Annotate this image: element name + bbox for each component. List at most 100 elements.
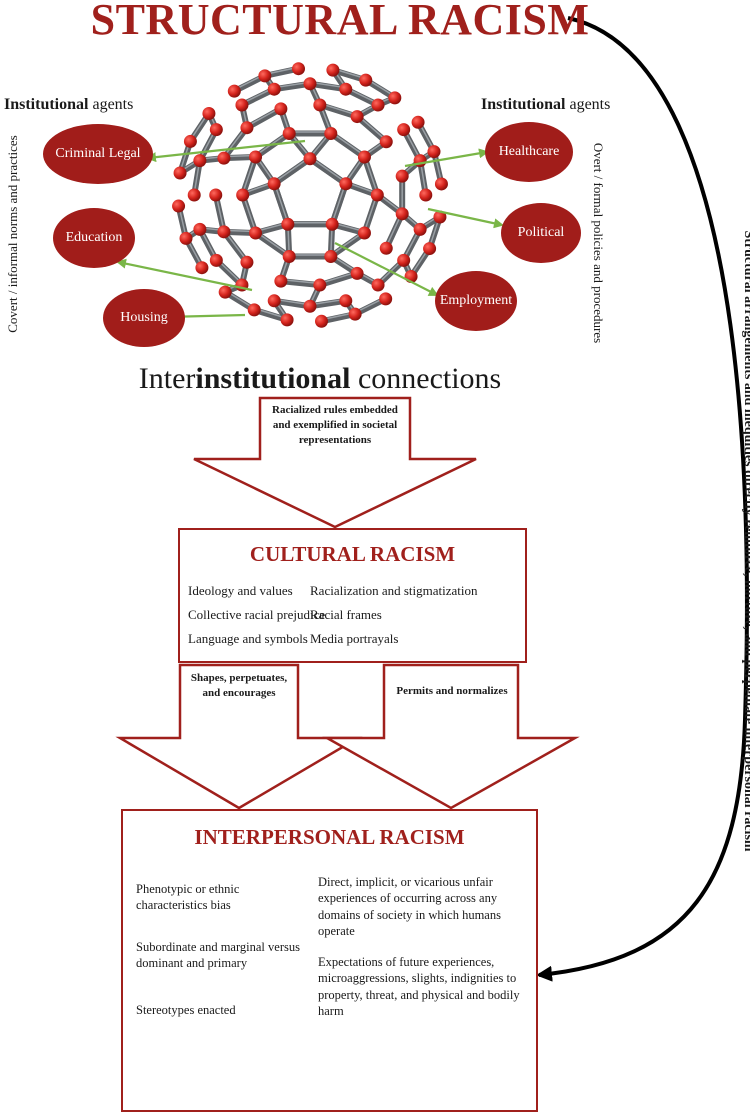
fullerene-bond — [316, 101, 361, 120]
fullerene-atom — [267, 82, 281, 96]
fullerene-atom — [236, 188, 250, 202]
link-political — [427, 207, 504, 229]
structural-arrangements-label: Structural arrangements and inequities d… — [741, 230, 750, 852]
fullerene-atom — [183, 134, 197, 148]
fullerene-atom — [247, 303, 261, 317]
link-healthcare — [404, 148, 489, 168]
arrow-structural-to-cultural — [193, 396, 477, 529]
structural-to-interpersonal-curve — [536, 16, 749, 982]
fullerene-atom — [397, 253, 411, 267]
list-item: Subordinate and marginal versus dominant… — [136, 940, 300, 971]
list-item: Phenotypic or ethnic characteristics bia… — [136, 882, 240, 913]
fullerene-atom — [314, 314, 328, 328]
fullerene-atom — [187, 188, 201, 202]
fullerene-atom — [267, 294, 281, 308]
arrow-cultural-to-interpersonal-right — [322, 663, 580, 810]
node-political: Political — [501, 203, 581, 263]
fullerene-atom — [274, 102, 288, 116]
fullerene-bond — [307, 155, 349, 187]
fullerene-atom — [218, 285, 232, 299]
fullerene-atom — [193, 222, 207, 236]
fullerene-atom — [370, 188, 384, 202]
fullerene-atom — [249, 226, 263, 240]
fullerene-atom — [326, 63, 340, 77]
racialized-rules-label: Racialized rules embedded and exemplifie… — [272, 404, 398, 446]
list-item: Direct, implicit, or vicarious unfair ex… — [318, 875, 501, 938]
fullerene-atom — [209, 123, 223, 137]
fullerene-atom — [357, 150, 371, 164]
cultural-left-list: Ideology and values Collective racial pr… — [188, 583, 325, 647]
node-housing: Housing — [103, 289, 185, 347]
fullerene-atom — [292, 62, 306, 76]
structural-racism-title: STRUCTURAL RACISM — [90, 0, 590, 44]
list-item: Collective racial prejudice — [188, 607, 326, 622]
list-item: Stereotypes enacted — [136, 1003, 236, 1017]
fullerene-atom — [217, 151, 231, 165]
fullerene-atom — [209, 188, 223, 202]
node-employment: Employment — [435, 271, 517, 331]
fullerene-bond — [327, 130, 368, 160]
shapes-perpetuates-label: Shapes, perpetuates, and encourages — [190, 672, 288, 699]
fullerene-bond — [271, 155, 313, 187]
fullerene-atom — [193, 154, 207, 168]
fullerene-atom — [379, 241, 393, 255]
fullerene-atom — [357, 226, 371, 240]
fullerene-atom — [371, 278, 385, 292]
fullerene-atom — [395, 169, 409, 183]
fullerene-atom — [348, 307, 362, 321]
fullerene-atom — [434, 177, 448, 191]
fullerene-atom — [388, 91, 402, 105]
fullerene-atom — [350, 110, 364, 124]
list-item: Racialization and stigmatization — [310, 583, 478, 598]
fullerene-atom — [350, 266, 364, 280]
fullerene-atom — [423, 242, 437, 256]
fullerene-atom — [359, 73, 373, 87]
overt-policies-label: Overt / formal policies and procedures — [591, 142, 606, 344]
fullerene-atom — [324, 126, 338, 140]
fullerene-bond-highlight — [273, 156, 311, 183]
fullerene-atom — [240, 121, 254, 135]
fullerene-atom — [313, 98, 327, 112]
fullerene-atom — [258, 69, 272, 83]
link-criminal-legal — [146, 139, 306, 163]
fullerene-atom — [379, 292, 393, 306]
fullerene-bond-highlight — [280, 278, 320, 285]
fullerene-atom — [217, 225, 231, 239]
fullerene-atom — [379, 135, 393, 149]
fullerene-atom — [427, 145, 441, 159]
fullerene-atom — [433, 210, 447, 224]
fullerene-atom — [397, 123, 411, 137]
fullerene-atom — [411, 115, 425, 129]
fullerene-atom — [240, 255, 254, 269]
fullerene-atom — [281, 217, 295, 231]
fullerene-atom — [202, 107, 216, 121]
fullerene-atom — [227, 84, 241, 98]
fullerene-atom — [249, 150, 263, 164]
fullerene-atom — [303, 77, 317, 91]
cultural-racism-title: CULTURAL RACISM — [249, 542, 456, 566]
node-criminal-legal: Criminal Legal — [43, 124, 153, 184]
institutional-agents-right: Institutional agents — [481, 96, 611, 113]
fullerene-atom — [235, 98, 249, 112]
fullerene-atom — [313, 278, 327, 292]
interpersonal-racism-title: INTERPERSONAL RACISM — [194, 825, 465, 849]
covert-norms-label: Covert / informal norms and practices — [5, 135, 20, 333]
fullerene-bond-highlight — [309, 156, 347, 183]
fullerene-atom — [282, 126, 296, 140]
fullerene-atom — [339, 82, 353, 96]
fullerene-atom — [303, 299, 317, 313]
link-employment — [334, 242, 439, 296]
fullerene-atom — [371, 98, 385, 112]
fullerene-molecule — [172, 62, 448, 328]
interpersonal-racism-box: INTERPERSONAL RACISM Phenotypic or ethni… — [121, 809, 538, 1112]
node-healthcare: Healthcare — [485, 122, 573, 182]
interinstitutional-connections-label: Interinstitutional connections — [138, 362, 502, 395]
arrow-cultural-to-interpersonal-left — [115, 663, 363, 810]
institutional-agents-left: Institutional agents — [4, 96, 134, 113]
fullerene-atom — [303, 152, 317, 166]
fullerene-atom — [172, 199, 186, 213]
fullerene-atom — [209, 253, 223, 267]
link-education — [116, 258, 253, 292]
fullerene-atom — [324, 250, 338, 264]
